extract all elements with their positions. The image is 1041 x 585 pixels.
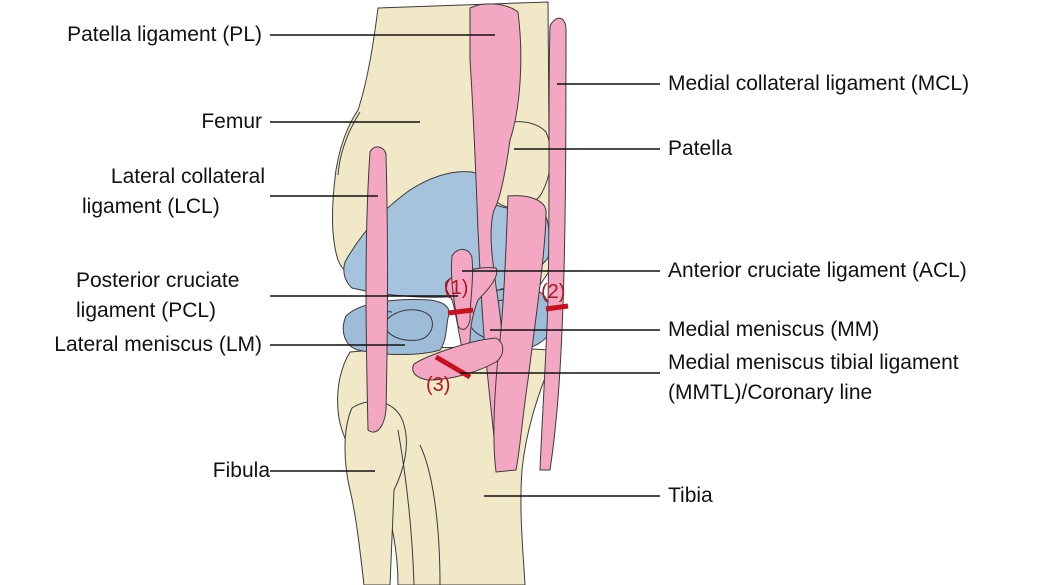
label-femur: Femur (201, 110, 262, 133)
cut-site-label-1: (1) (444, 277, 469, 299)
mmtl-shape (412, 337, 504, 381)
cut-mark-1 (447, 307, 474, 316)
cut-mark-2 (545, 303, 569, 312)
label-fibula: Fibula (212, 459, 270, 482)
tibia-contour (419, 444, 441, 585)
label-mmtl-line2: (MMTL)/Coronary line (668, 381, 873, 404)
label-lcl-line2: ligament (LCL) (82, 195, 220, 218)
cut-site-label-3: (3) (426, 374, 451, 396)
label-pcl-line2: ligament (PCL) (76, 299, 217, 322)
tibia-contour-2 (397, 429, 415, 585)
label-medial-meniscus: Medial meniscus (MM) (668, 318, 880, 341)
lateral-meniscus-inner (384, 309, 433, 341)
cut-site-label-2: (2) (541, 281, 566, 303)
label-lcl-line1: Lateral collateral (110, 165, 265, 188)
femur-condyle-contour (337, 111, 361, 176)
lcl-shape (365, 146, 388, 433)
fibula-shape (344, 401, 407, 585)
label-tibia: Tibia (668, 484, 713, 507)
label-pcl-line1: Posterior cruciate (76, 269, 240, 292)
label-mmtl-line1: Medial meniscus tibial ligament (668, 351, 959, 374)
label-lateral-meniscus: Lateral meniscus (LM) (54, 333, 262, 356)
leader-lines (270, 34, 660, 497)
label-mcl: Medial collateral ligament (MCL) (668, 72, 970, 95)
patella-ligament-lower (493, 195, 547, 473)
label-acl: Anterior cruciate ligament (ACL) (668, 259, 967, 282)
label-patella-ligament: Patella ligament (PL) (67, 23, 262, 46)
lateral-meniscus-shape (342, 299, 450, 355)
label-patella: Patella (668, 137, 733, 160)
mcl-shape (539, 17, 567, 471)
